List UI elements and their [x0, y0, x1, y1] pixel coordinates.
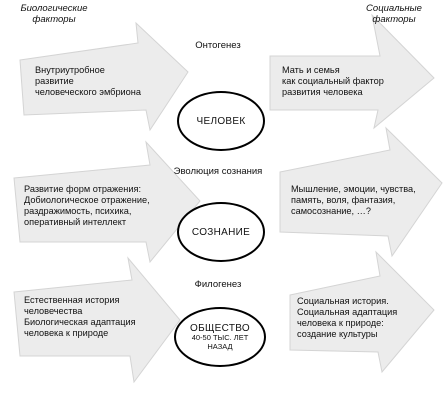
factor-social-consciousness: Мышление, эмоции, чувства, память, воля,…	[291, 184, 416, 216]
arrow-biological-phylogenesis	[13, 256, 181, 384]
node-consciousness: СОЗНАНИЕ	[177, 202, 265, 262]
node-society: ОБЩЕСТВО 40-50 ТЫС. ЛЕТ НАЗАД	[174, 307, 266, 367]
factor-social-phylogenesis: Социальная история. Социальная адаптация…	[297, 296, 398, 339]
stage-consciousness-evolution-label: Эволюция сознания	[173, 166, 263, 177]
factor-social-ontogenesis: Мать и семья как социальный фактор разви…	[282, 65, 384, 97]
factor-biological-consciousness: Развитие форм отражения: Добиологическое…	[24, 184, 150, 227]
factor-biological-ontogenesis: Внутриутробное развитие человеческого эм…	[35, 65, 141, 97]
stage-phylogenesis-label: Филогенез	[194, 279, 242, 290]
arrow-biological-consciousness	[13, 140, 201, 264]
arrow-social-phylogenesis	[289, 250, 435, 374]
node-human: ЧЕЛОВЕК	[177, 91, 265, 151]
header-biological-factors: Биологические факторы	[20, 3, 88, 25]
node-consciousness-label: СОЗНАНИЕ	[191, 226, 251, 238]
arrow-social-ontogenesis	[269, 13, 435, 130]
stage-ontogenesis-label: Онтогенез	[195, 40, 241, 51]
arrow-social-consciousness	[279, 126, 443, 258]
arrow-biological-ontogenesis	[19, 21, 189, 132]
header-social-factors: Социальные факторы	[366, 3, 422, 25]
factor-biological-phylogenesis: Естественная история человечества Биолог…	[24, 295, 136, 338]
node-society-date: 40-50 ТЫС. ЛЕТ НАЗАД	[191, 333, 249, 351]
node-society-label: ОБЩЕСТВО	[190, 323, 250, 334]
node-human-label: ЧЕЛОВЕК	[196, 115, 246, 127]
